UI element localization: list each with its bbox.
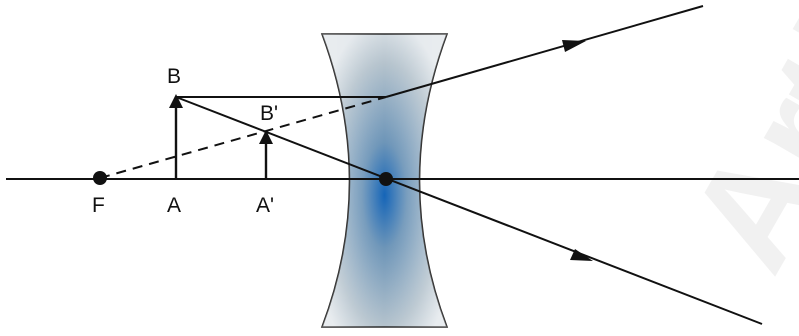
label-object-base: A xyxy=(167,194,181,217)
central-ray xyxy=(175,96,763,325)
object-arrowhead xyxy=(169,94,183,108)
refracted-ray xyxy=(385,5,704,98)
label-focus: F xyxy=(92,194,105,217)
optical-centre-point xyxy=(379,172,393,186)
focus-point xyxy=(93,171,107,185)
watermark: Artbook xyxy=(655,0,799,296)
refracted-ray-arrowhead xyxy=(562,40,586,52)
image-arrowhead xyxy=(259,130,273,144)
central-ray-arrowhead xyxy=(570,249,593,261)
virtual-ray-extension xyxy=(99,96,387,179)
label-image-base: A' xyxy=(256,194,274,217)
label-object-tip: B xyxy=(167,65,181,88)
label-image-tip: B' xyxy=(260,102,278,125)
